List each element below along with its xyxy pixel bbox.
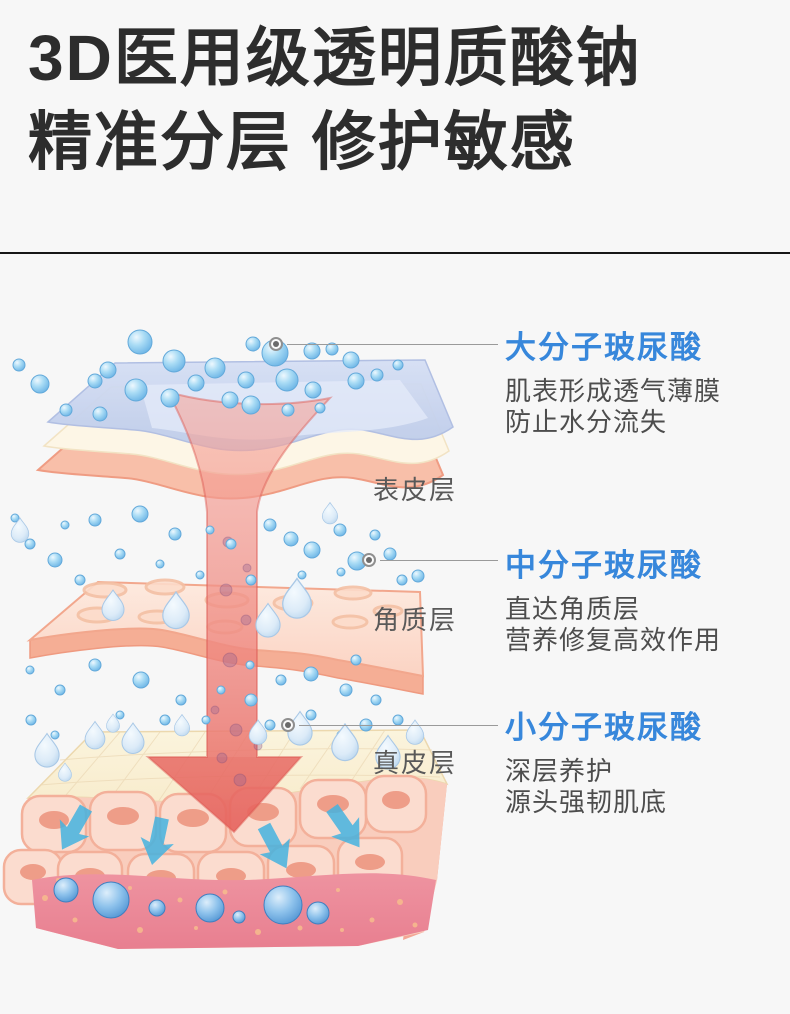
annotation-body-line1: 深层养护 <box>505 756 614 786</box>
annotation-body-line2: 防止水分流失 <box>505 407 668 437</box>
annotation-medium-molecule: 中分子玻尿酸 直达角质层 营养修复高效作用 <box>505 540 721 656</box>
penetration-arrow-icon <box>145 390 333 834</box>
callout-dot-icon <box>269 337 283 351</box>
layer-label-dermis: 真皮层 <box>373 748 458 778</box>
annotation-title: 大分子玻尿酸 <box>505 330 703 365</box>
callout-line <box>299 725 498 726</box>
annotation-body: 直达角质层 营养修复高效作用 <box>505 594 721 656</box>
hyaluronic-bubbles-mid <box>10 505 425 586</box>
annotation-body-line1: 肌表形成透气薄膜 <box>505 376 722 406</box>
callout-dot-core-icon <box>366 557 372 563</box>
annotation-body: 深层养护 源头强韧肌底 <box>505 756 703 818</box>
annotation-title: 小分子玻尿酸 <box>505 710 703 745</box>
page-title-line2: 精准分层 修护敏感 <box>28 106 576 178</box>
layer-label-stratum: 角质层 <box>373 605 458 635</box>
callout-dot-core-icon <box>273 341 279 347</box>
annotation-body-line2: 营养修复高效作用 <box>505 625 722 655</box>
annotation-small-molecule: 小分子玻尿酸 深层养护 源头强韧肌底 <box>505 702 703 818</box>
dermis-base-band <box>32 873 436 949</box>
callout-dot-icon <box>281 718 295 732</box>
layer-label-epidermis: 表皮层 <box>373 475 458 505</box>
page-title: 3D医用级透明质酸钠 精准分层 修护敏感 <box>28 16 642 184</box>
moisture-spheres <box>53 877 330 925</box>
annotation-body: 肌表形成透气薄膜 防止水分流失 <box>505 376 721 438</box>
callout-line <box>287 344 498 345</box>
dermis-speckles <box>42 878 418 935</box>
hyaluronic-bubbles-surface <box>12 329 404 422</box>
divider-line <box>0 252 790 254</box>
skin-layers-illustration <box>2 329 454 949</box>
annotation-title: 中分子玻尿酸 <box>505 548 703 583</box>
annotation-body-line1: 直达角质层 <box>505 594 641 624</box>
page-title-line1: 3D医用级透明质酸钠 <box>28 22 642 94</box>
annotation-body-line2: 源头强韧肌底 <box>505 787 668 817</box>
callout-line <box>380 560 498 561</box>
callout-dot-icon <box>362 553 376 567</box>
callout-dot-core-icon <box>285 722 291 728</box>
annotation-large-molecule: 大分子玻尿酸 肌表形成透气薄膜 防止水分流失 <box>505 322 721 438</box>
